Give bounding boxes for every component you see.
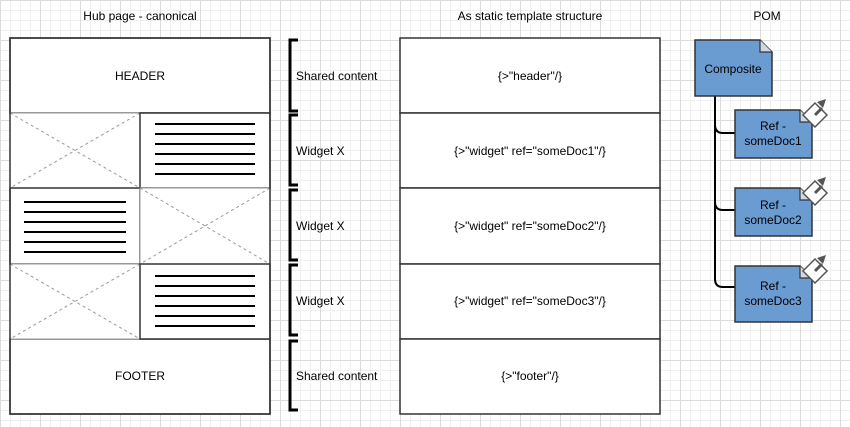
hub-widget-row-3 [9,263,271,340]
brace-label-3: Widget X [296,219,345,233]
connector-3 [714,202,735,288]
brace-label-4: Widget X [296,294,345,308]
image-placeholder-cross [9,112,141,189]
text-lines [24,201,126,253]
pom-ref-2-line2: someDoc2 [744,213,802,227]
pom-ref-1-line1: Ref - [760,119,786,133]
text-lines [155,275,255,327]
hub-header-label: HEADER [115,69,165,83]
template-text-widget-1: {>"widget" ref="someDoc1"/} [454,144,606,158]
pom-connectors [714,96,735,288]
pom-composite-node[interactable] [694,39,773,97]
pom-ref-1-line2: someDoc1 [744,134,802,148]
image-placeholder-cross [9,263,141,340]
pom-ref-2-line1: Ref - [760,198,786,212]
pom-column-title: POM [753,9,780,23]
brace-1 [288,38,298,113]
template-text-widget-2: {>"widget" ref="someDoc2"/} [454,219,606,233]
template-text-widget-3: {>"widget" ref="someDoc3"/} [454,294,606,308]
template-text-footer: {>"footer"/} [501,369,559,383]
hub-page [9,37,271,415]
template-row-footer [399,338,661,415]
template-row-widget-2 [399,187,661,265]
link-arrow-icon [801,177,829,207]
image-placeholder-cross [139,187,271,265]
brace-4 [288,263,298,337]
folded-corner-icon [759,40,772,53]
template-text-header: {>"header"/} [498,69,562,83]
brace-3 [288,188,298,262]
brace-2 [288,113,298,187]
hub-footer-label: FOOTER [115,369,165,383]
template-row-widget-1 [399,112,661,189]
pom-ref-3-line2: someDoc3 [744,294,802,308]
link-arrow-icon [801,99,829,129]
text-block [139,112,271,189]
hub-page-outline [9,37,271,415]
brace-5 [288,339,298,412]
connector-2 [714,125,735,211]
brace-label-2: Widget X [296,144,345,158]
template-row-widget-3 [399,263,661,340]
connector-1 [714,96,735,134]
image-placeholder-cross [9,263,141,340]
template-column-title: As static template structure [458,9,603,23]
pom-composite-label: Composite [704,62,762,76]
brace-label-5: Shared content [296,369,378,383]
pom-ref-node-2[interactable] [734,187,813,237]
hub-footer-box [9,338,271,415]
hub-widget-row-1 [9,112,271,189]
image-placeholder-cross [9,112,141,189]
brace-label-1: Shared content [296,69,378,83]
image-placeholder-cross [139,187,271,265]
template-structure [399,37,661,415]
hub-header-box [9,37,271,114]
text-lines [155,123,255,175]
hub-column-title: Hub page - canonical [83,9,196,23]
template-row-header [399,37,661,114]
link-arrow-icon [801,255,829,285]
pom-ref-3-line1: Ref - [760,279,786,293]
hub-widget-row-2 [9,187,271,265]
braces [288,38,298,412]
